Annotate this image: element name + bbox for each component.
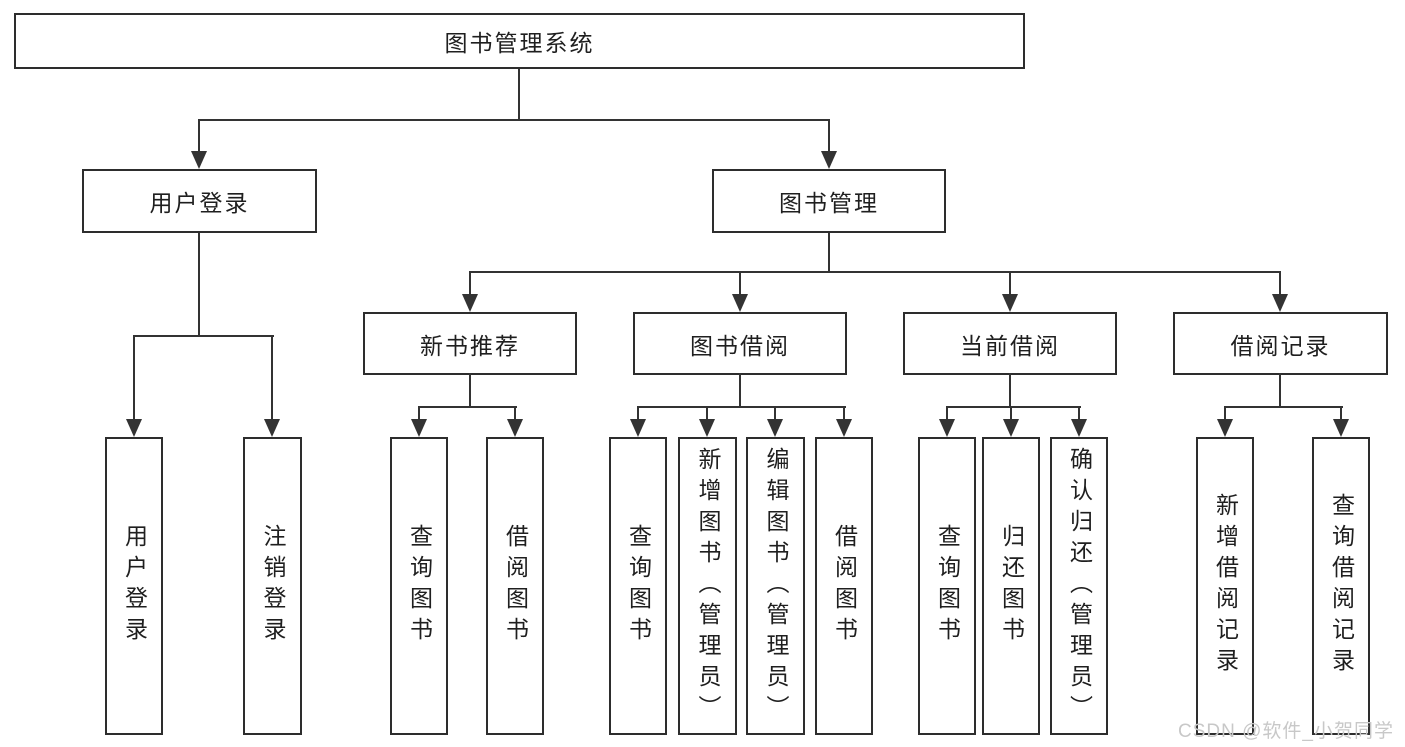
csdn-watermark: CSDN @软件_小贺同学	[1178, 721, 1394, 742]
arrowhead-down-icon	[836, 419, 852, 437]
node-leaf-cb-return-book: 归还图书	[982, 437, 1040, 735]
node-leaf-br-query-record: 查询借阅记录	[1312, 437, 1370, 735]
node-leaf-rec-borrow-book: 借阅图书	[486, 437, 544, 735]
node-new-book-rec-label: 新书推荐	[420, 332, 520, 359]
connector-line	[637, 406, 846, 408]
connector-line	[514, 406, 516, 421]
node-leaf-bb-query-book: 查询图书	[609, 437, 667, 735]
connector-line	[828, 233, 830, 273]
connector-line	[1009, 373, 1011, 408]
connector-line	[637, 406, 639, 421]
node-borrow-record-label: 借阅记录	[1230, 332, 1331, 359]
connector-line	[1010, 406, 1012, 421]
arrowhead-down-icon	[732, 294, 748, 312]
node-leaf-bb-edit-book-admin-label: 编辑图书（管理员）	[763, 446, 789, 726]
node-leaf-bb-add-book-admin: 新增图书（管理员）	[678, 437, 737, 735]
connector-line	[739, 271, 741, 296]
node-leaf-cb-confirm-return-admin: 确认归还（管理员）	[1050, 437, 1108, 735]
arrowhead-down-icon	[1071, 419, 1087, 437]
connector-line	[843, 406, 845, 421]
node-leaf-cb-query-book-label: 查询图书	[934, 524, 961, 648]
connector-line	[198, 233, 200, 337]
node-leaf-bb-add-book-admin-label: 新增图书（管理员）	[695, 446, 721, 726]
node-current-borrow-label: 当前借阅	[960, 332, 1060, 359]
node-leaf-logout: 注销登录	[243, 437, 302, 735]
arrowhead-down-icon	[507, 419, 523, 437]
arrowhead-down-icon	[126, 419, 142, 437]
connector-line	[133, 335, 274, 337]
connector-line	[418, 406, 517, 408]
node-book-mgmt: 图书管理	[712, 169, 946, 233]
arrowhead-down-icon	[191, 151, 207, 169]
connector-line	[706, 406, 708, 421]
node-book-borrow-label: 图书借阅	[690, 332, 790, 359]
connector-line	[133, 335, 135, 421]
node-leaf-rec-query-book: 查询图书	[390, 437, 448, 735]
node-book-borrow: 图书借阅	[633, 312, 847, 375]
connector-line	[1224, 406, 1226, 421]
node-borrow-record: 借阅记录	[1173, 312, 1388, 375]
node-leaf-br-add-record-label: 新增借阅记录	[1212, 493, 1239, 679]
connector-line	[946, 406, 1081, 408]
connector-line	[198, 119, 830, 121]
arrowhead-down-icon	[1003, 419, 1019, 437]
connector-line	[518, 69, 520, 121]
node-root-label: 图书管理系统	[444, 30, 595, 56]
node-leaf-bb-query-book-label: 查询图书	[625, 524, 652, 648]
arrowhead-down-icon	[411, 419, 427, 437]
node-current-borrow: 当前借阅	[903, 312, 1117, 375]
connector-line	[469, 271, 1281, 273]
connector-line	[1279, 271, 1281, 296]
connector-line	[469, 373, 471, 408]
node-leaf-cb-query-book: 查询图书	[918, 437, 976, 735]
arrowhead-down-icon	[1272, 294, 1288, 312]
arrowhead-down-icon	[939, 419, 955, 437]
connector-line	[1078, 406, 1080, 421]
node-user-login-label: 用户登录	[149, 190, 250, 216]
node-book-mgmt-label: 图书管理	[779, 190, 879, 216]
connector-line	[1279, 373, 1281, 408]
node-leaf-br-query-record-label: 查询借阅记录	[1328, 493, 1355, 679]
connector-line	[739, 373, 741, 408]
arrowhead-down-icon	[264, 419, 280, 437]
node-leaf-bb-borrow-book-label: 借阅图书	[831, 524, 858, 648]
node-leaf-user-login-label: 用户登录	[121, 524, 148, 648]
arrowhead-down-icon	[1333, 419, 1349, 437]
arrowhead-down-icon	[699, 419, 715, 437]
arrowhead-down-icon	[462, 294, 478, 312]
node-leaf-rec-query-book-label: 查询图书	[406, 524, 433, 648]
node-leaf-logout-label: 注销登录	[260, 524, 286, 648]
node-leaf-rec-borrow-book-label: 借阅图书	[502, 524, 529, 648]
connector-line	[1224, 406, 1343, 408]
arrowhead-down-icon	[767, 419, 783, 437]
node-leaf-cb-return-book-label: 归还图书	[998, 524, 1025, 648]
node-leaf-user-login: 用户登录	[105, 437, 163, 735]
node-new-book-rec: 新书推荐	[363, 312, 577, 375]
connector-line	[198, 119, 200, 153]
connector-line	[418, 406, 420, 421]
node-leaf-bb-borrow-book: 借阅图书	[815, 437, 873, 735]
connector-line	[1009, 271, 1011, 296]
node-leaf-cb-confirm-return-admin-label: 确认归还（管理员）	[1066, 446, 1093, 726]
node-leaf-br-add-record: 新增借阅记录	[1196, 437, 1254, 735]
connector-line	[469, 271, 471, 296]
arrowhead-down-icon	[630, 419, 646, 437]
connector-line	[1340, 406, 1342, 421]
connector-line	[271, 335, 273, 421]
connector-line	[774, 406, 776, 421]
node-root: 图书管理系统	[14, 13, 1025, 69]
connector-line	[946, 406, 948, 421]
arrowhead-down-icon	[821, 151, 837, 169]
node-user-login: 用户登录	[82, 169, 317, 233]
node-leaf-bb-edit-book-admin: 编辑图书（管理员）	[746, 437, 805, 735]
arrowhead-down-icon	[1002, 294, 1018, 312]
arrowhead-down-icon	[1217, 419, 1233, 437]
connector-line	[828, 119, 830, 153]
